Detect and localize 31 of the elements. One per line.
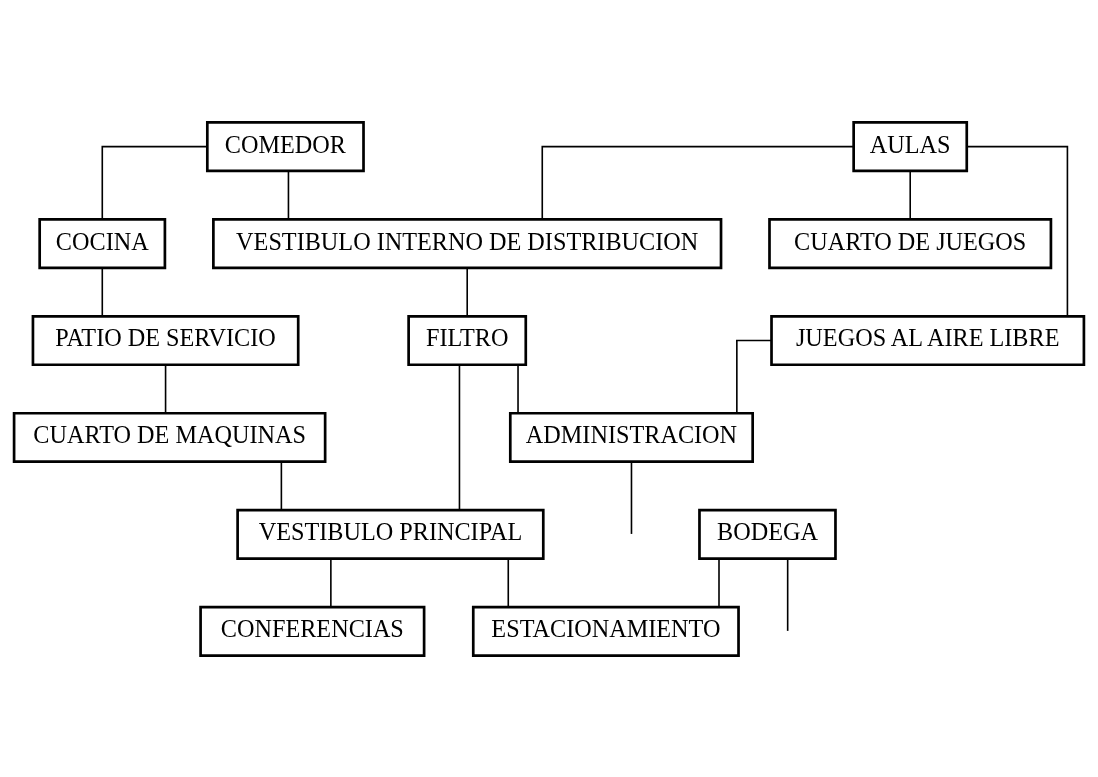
node-box: JUEGOS AL AIRE LIBRE [770,314,1086,366]
node-box: VESTIBULO PRINCIPAL [236,508,545,560]
node-box: ESTACIONAMIENTO [471,605,740,657]
connector [466,266,468,317]
node-box: ADMINISTRACION [508,411,754,463]
connector [164,363,167,413]
connector [517,363,519,413]
node-box: COCINA [38,217,167,269]
connector [458,363,461,511]
connector [507,557,510,607]
connector [630,460,633,535]
connector [330,557,332,607]
node-box: BODEGA [698,508,837,560]
node-box: AULAS [852,120,969,172]
connector [101,266,104,317]
connector [280,460,283,510]
connector [718,557,720,607]
node-box: CUARTO DE MAQUINAS [12,411,327,463]
connector [966,145,1069,317]
connector [909,169,911,220]
node-box: CUARTO DE JUEGOS [768,217,1053,269]
connector [101,145,209,220]
node-box: CONFERENCIAS [199,605,426,657]
node-box: COMEDOR [205,120,365,172]
connector [786,557,789,632]
connector [541,145,855,220]
node-box: FILTRO [407,314,528,366]
node-box: PATIO DE SERVICIO [31,314,300,366]
connector [287,169,290,220]
connector [736,339,773,414]
node-box: VESTIBULO INTERNO DE DISTRIBUCION [212,217,723,269]
